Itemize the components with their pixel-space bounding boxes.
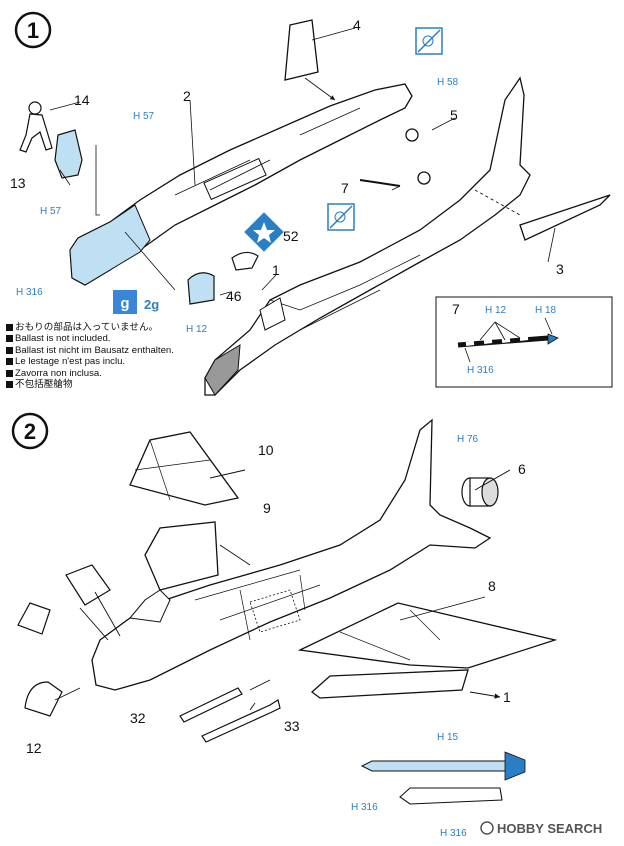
fuselage-panel-lines <box>269 254 421 331</box>
part-number: 4 <box>353 17 361 33</box>
step-2-number: 2 <box>24 419 36 444</box>
fuselage-main-part-1 <box>204 76 531 396</box>
part-number: 9 <box>263 500 271 516</box>
color-code: H 57 <box>133 111 155 122</box>
watermark: HOBBY SEARCH <box>480 821 602 836</box>
nose-cone-part-12 <box>24 681 63 717</box>
part-number: 33 <box>284 718 300 734</box>
ballast-note: 不包括壓艙物 <box>6 379 181 390</box>
missile-part-33 <box>201 699 281 743</box>
part-number: 12 <box>26 740 42 756</box>
pitot-part-7 <box>359 179 401 187</box>
color-code: H 12 <box>485 305 507 316</box>
no-glue-icon <box>327 203 355 231</box>
nose-interior-blue <box>69 204 151 286</box>
color-code: H 76 <box>457 434 479 445</box>
color-code: H 316 <box>467 365 494 376</box>
fuselage-panel <box>203 157 267 201</box>
canopy-part-46 <box>187 272 215 305</box>
wing-part-8 <box>297 602 558 669</box>
canopy-part <box>17 602 51 635</box>
ballast-note: Ballast ist nicht im Bausatz enthalten. <box>6 345 181 356</box>
part-number: 5 <box>450 107 458 123</box>
color-code: H 15 <box>437 732 459 743</box>
ballast-notes: おもりの部品は入っていません。 Ballast is not included.… <box>6 322 181 390</box>
pylon-part-32 <box>179 687 243 723</box>
windscreen-part <box>65 564 111 606</box>
svg-text:g: g <box>120 295 129 312</box>
step-1-number: 1 <box>27 18 39 43</box>
part-number: 32 <box>130 710 146 726</box>
stabilizer-part-3 <box>519 194 611 241</box>
ejection-seat-part-13 <box>54 129 83 179</box>
wing-part-10 <box>129 431 240 506</box>
intake-hatch <box>249 589 301 633</box>
decal-star-icon <box>244 212 284 252</box>
washer-part-5b <box>417 171 431 185</box>
color-code: H 18 <box>535 305 557 316</box>
part-number: 46 <box>226 288 242 304</box>
ballast-note: おもりの部品は入っていません。 <box>6 322 181 333</box>
color-code: H 316 <box>16 287 43 298</box>
part-number: 3 <box>556 261 564 277</box>
part-number: 7 <box>452 301 460 317</box>
ballast-weight: 2g <box>144 297 159 312</box>
color-code: H 316 <box>351 802 378 813</box>
missile-painted <box>360 760 523 772</box>
washer-part-5a <box>405 128 419 142</box>
part-number: 2 <box>183 88 191 104</box>
no-glue-icon <box>415 27 443 55</box>
nose-cone-dark <box>204 344 241 396</box>
step-2-circle <box>11 412 49 450</box>
part-number: 13 <box>10 175 26 191</box>
pitot-detail-inset <box>435 296 613 388</box>
part-number: 1 <box>503 689 511 705</box>
part-number: 14 <box>74 92 90 108</box>
tail-fin-part-4 <box>284 19 319 81</box>
launch-rail-painted <box>399 787 503 805</box>
wing-part-9 <box>144 521 219 591</box>
part-number: 1 <box>272 262 280 278</box>
exhaust-part-6 <box>461 477 499 507</box>
color-code: H 316 <box>440 828 467 839</box>
color-code: H 12 <box>186 324 208 335</box>
step-2: 2 <box>11 412 558 805</box>
part-number: 7 <box>341 180 349 196</box>
part-number: 10 <box>258 442 274 458</box>
ballast-note: Ballast is not included. <box>6 333 181 344</box>
aircraft-fuselage-step-2 <box>91 418 492 691</box>
fuselage-detail-lines <box>174 107 361 196</box>
canopy-frame-part-52 <box>231 251 259 271</box>
part-number: 52 <box>283 228 299 244</box>
color-code: H 57 <box>40 206 62 217</box>
color-code: H 58 <box>437 77 459 88</box>
part-number: 6 <box>518 461 526 477</box>
watermark-text: HOBBY SEARCH <box>497 821 602 836</box>
step-1-circle <box>14 11 52 49</box>
step-1: 1 <box>14 11 613 396</box>
part-number: 8 <box>488 578 496 594</box>
ballast-note: Le lestage n'est pas inclu. <box>6 356 181 367</box>
pilot-figure <box>19 101 53 153</box>
weight-icon: g <box>113 290 137 314</box>
ballast-note: Zavorra non inclusa. <box>6 368 181 379</box>
lower-wing-part-1 <box>310 669 469 699</box>
panel-lines <box>194 569 321 641</box>
